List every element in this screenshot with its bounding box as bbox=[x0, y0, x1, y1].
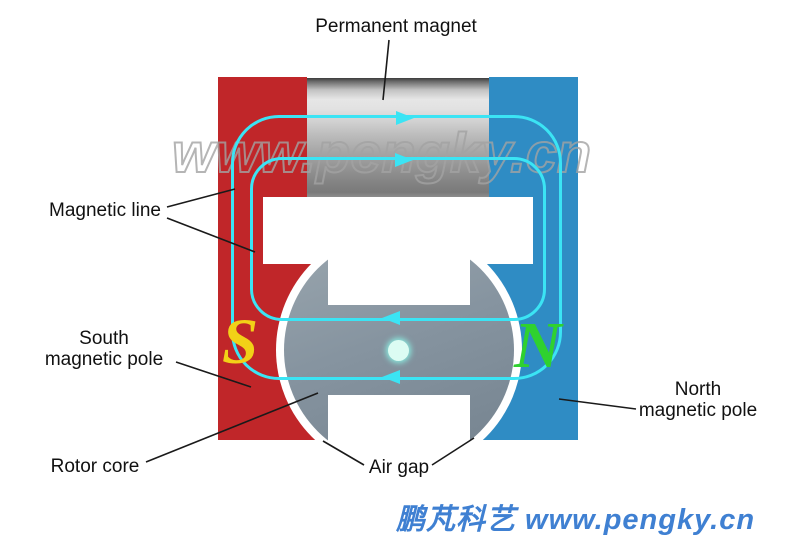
label-air-gap: Air gap bbox=[368, 457, 430, 478]
footer-watermark: 鹏芃科艺 www.pengky.cn bbox=[396, 504, 756, 536]
permanent-magnet-cylinder bbox=[300, 78, 495, 197]
leader-permanent-magnet bbox=[382, 39, 390, 101]
leader-air-gap-left bbox=[322, 440, 365, 466]
label-rotor-core: Rotor core bbox=[50, 456, 140, 477]
leader-magnetic-line-outer bbox=[166, 188, 236, 208]
label-south-magnetic-pole: South magnetic pole bbox=[36, 328, 172, 370]
leader-rotor-core bbox=[145, 392, 319, 463]
leader-magnetic-line-inner bbox=[166, 217, 256, 253]
north-pole-letter: N bbox=[514, 309, 562, 382]
rotor-shaft-hole bbox=[388, 340, 409, 361]
south-pole-letter: S bbox=[222, 306, 259, 378]
flux-arrow-right-magnet-bottom-icon bbox=[395, 153, 413, 167]
label-permanent-magnet: Permanent magnet bbox=[315, 16, 477, 37]
leader-air-gap-right bbox=[431, 437, 475, 466]
leader-south-pole bbox=[175, 361, 252, 388]
flux-arrow-left-rotor-lower-icon bbox=[382, 370, 400, 384]
label-south-line2: magnetic pole bbox=[44, 349, 164, 370]
label-south-line1: South bbox=[79, 328, 129, 349]
label-north-magnetic-pole: North magnetic pole bbox=[632, 379, 764, 421]
label-north-line2: magnetic pole bbox=[638, 400, 758, 421]
label-magnetic-line: Magnetic line bbox=[49, 200, 161, 221]
label-north-line1: North bbox=[674, 379, 722, 400]
rotor-notch-top bbox=[328, 228, 470, 305]
flux-arrow-left-rotor-upper-icon bbox=[382, 311, 400, 325]
rotor-notch-bottom bbox=[328, 395, 470, 472]
leader-north-pole bbox=[558, 398, 637, 410]
flux-arrow-right-magnet-top-icon bbox=[396, 111, 414, 125]
